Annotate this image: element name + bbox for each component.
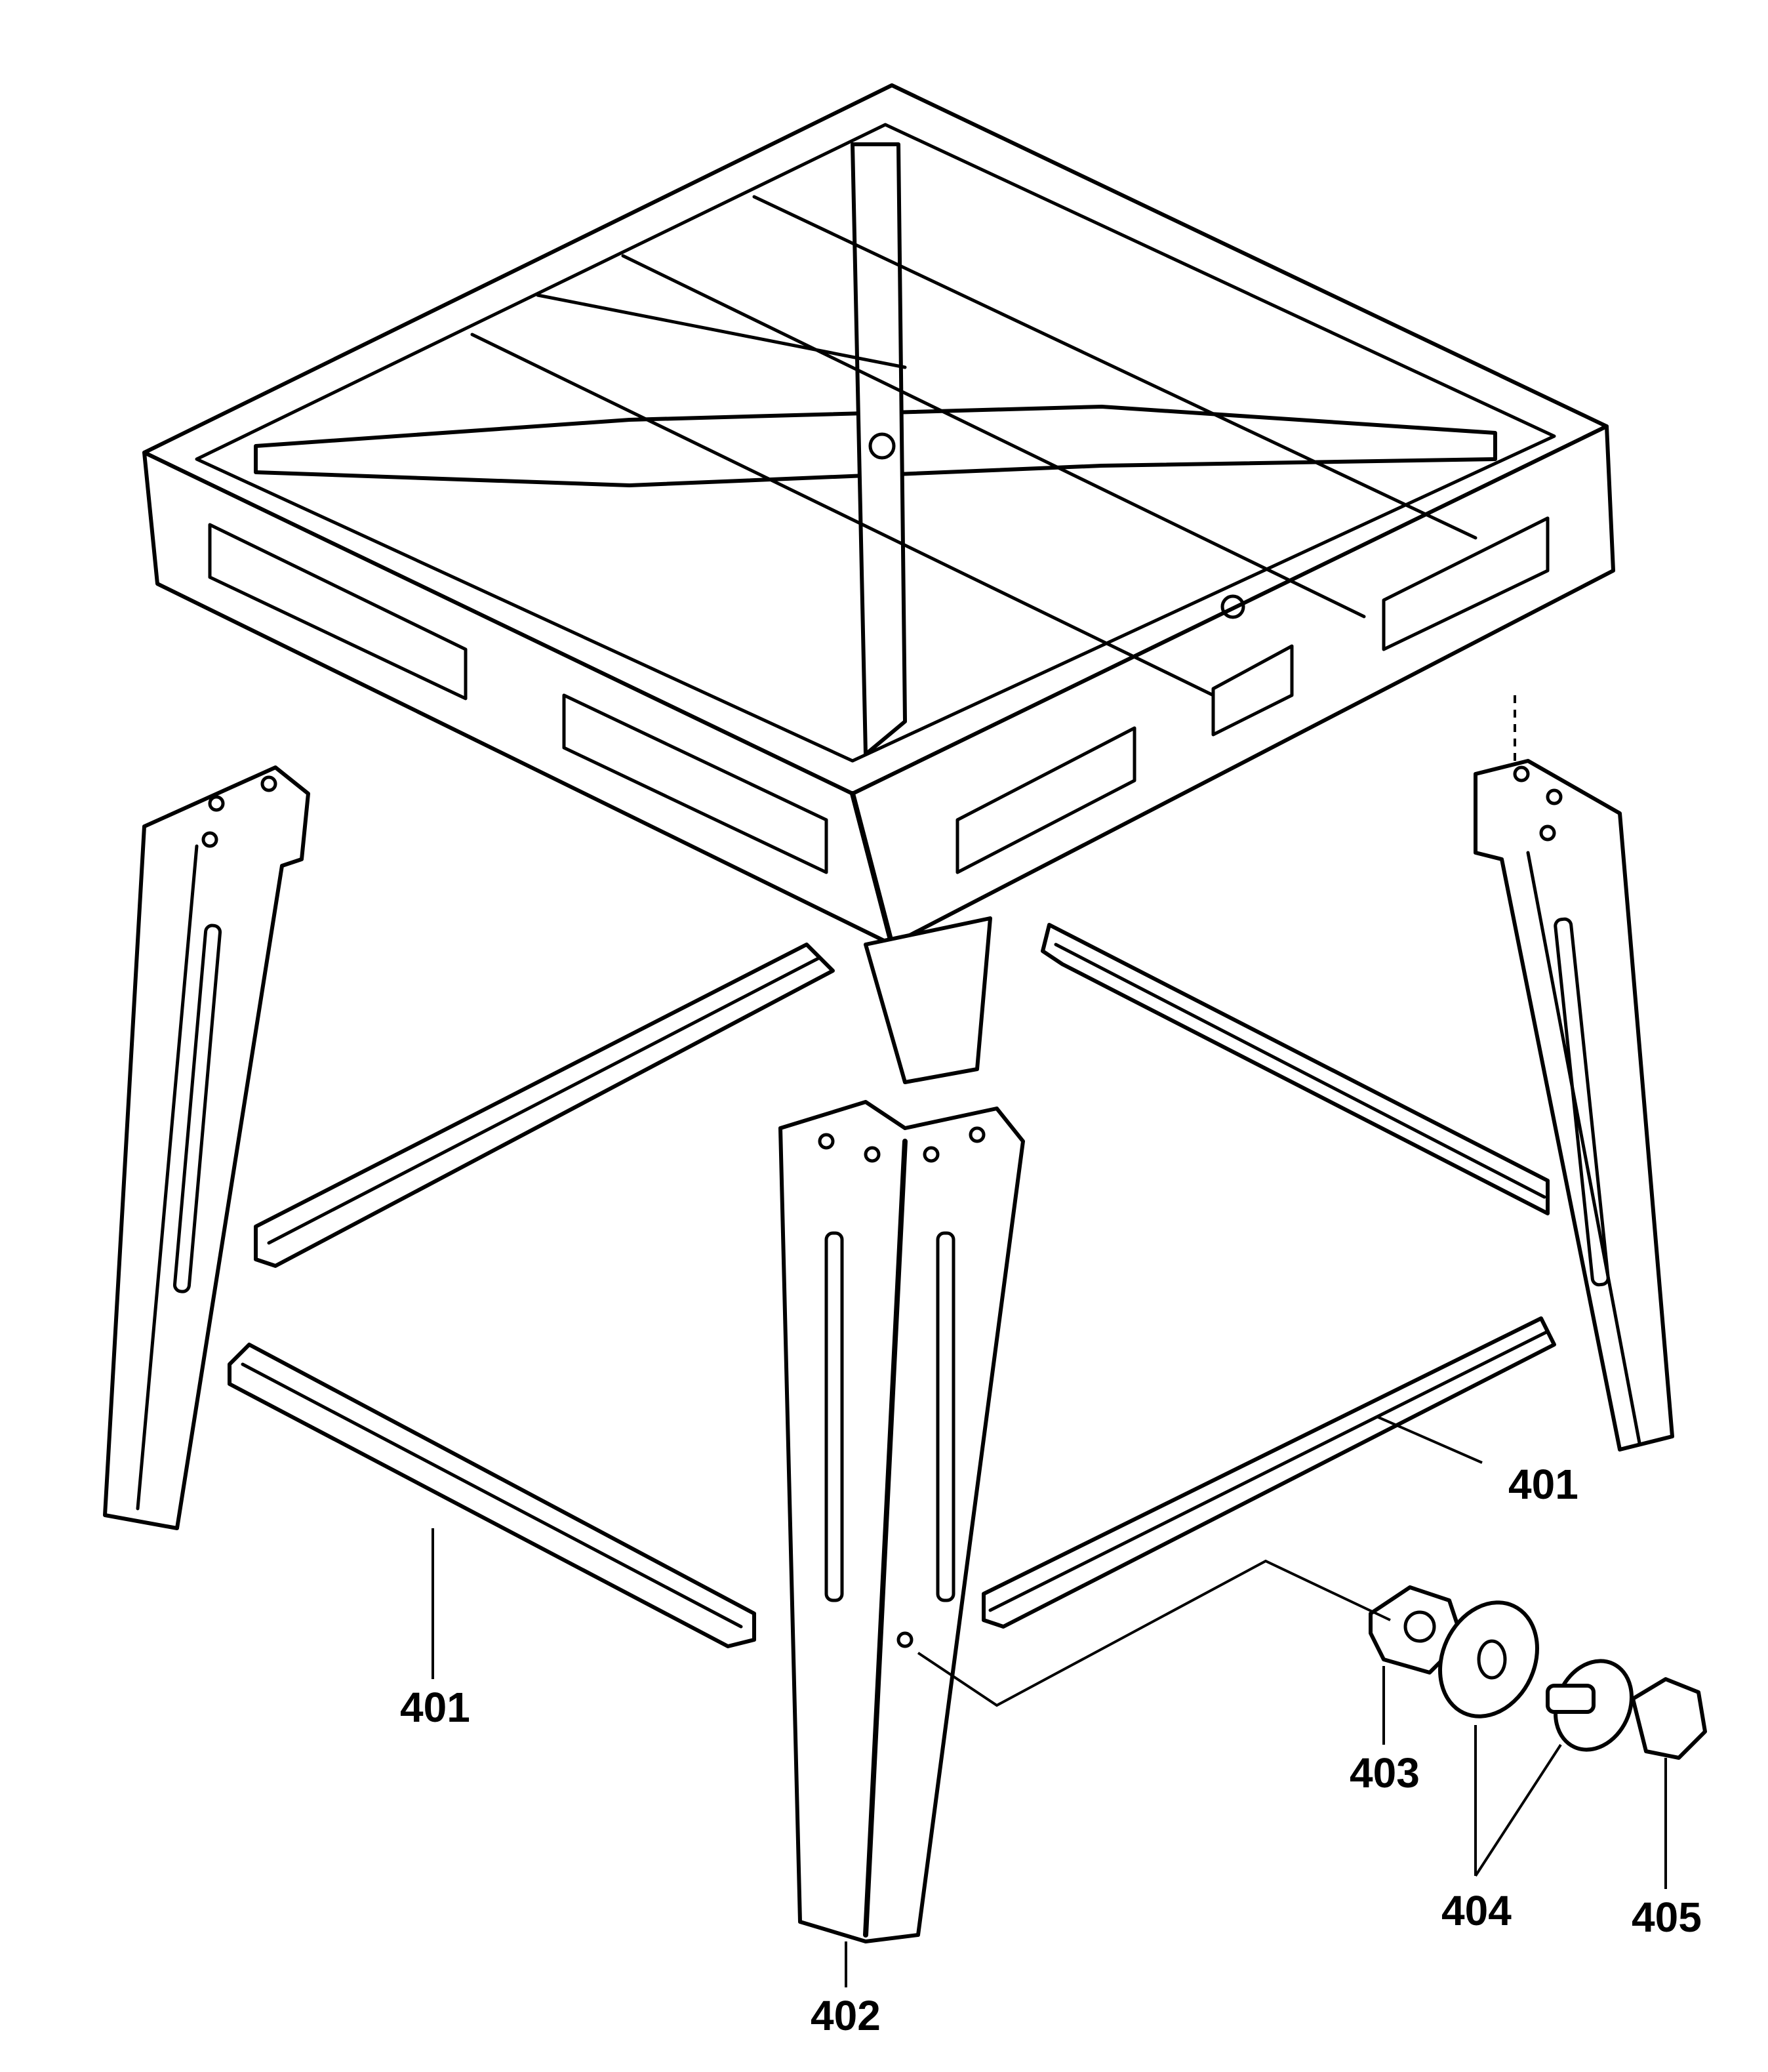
leg-left (103, 765, 310, 1530)
frame-window (1211, 644, 1294, 737)
stretcher-back-right (1041, 923, 1550, 1215)
frame-window (955, 726, 1136, 874)
label-405: 405 (1632, 1894, 1702, 1941)
label-401-left: 401 (400, 1684, 470, 1731)
bolt (1546, 1659, 1707, 1760)
back-leg-stub (864, 916, 992, 1084)
label-402: 402 (811, 1992, 881, 2039)
leg-front (778, 1100, 1025, 1943)
assembly-leader (917, 1559, 1391, 1707)
frame-window (1382, 516, 1550, 651)
stretcher-front-right (982, 1316, 1556, 1629)
cross-brace (851, 142, 907, 756)
stretcher-front-left (228, 1343, 756, 1648)
label-403: 403 (1350, 1749, 1420, 1797)
washer (1438, 1600, 1539, 1718)
label-401-right: 401 (1508, 1461, 1578, 1508)
label-404: 404 (1441, 1887, 1512, 1934)
leg-right (1474, 695, 1674, 1452)
frame-window (562, 693, 828, 874)
frame-top-opening (195, 123, 1556, 763)
table-frame (142, 83, 1615, 1084)
frame-window (208, 523, 468, 701)
stretcher-back-left (254, 943, 835, 1268)
